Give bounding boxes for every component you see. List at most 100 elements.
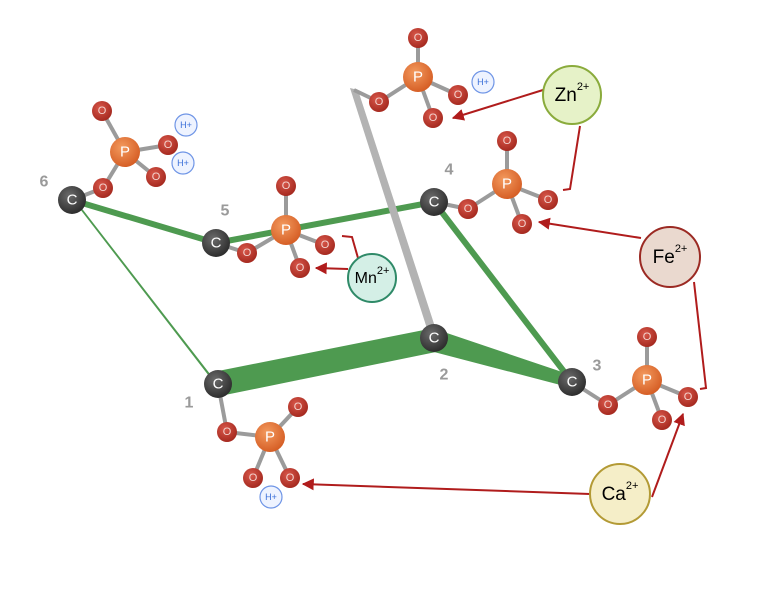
proton-label: H+ — [177, 158, 189, 168]
oxygen-atom-label: O — [294, 401, 303, 413]
axial-bond — [350, 88, 438, 338]
carbon-atom: C — [58, 186, 86, 214]
fe-to-pos4-phosphate — [537, 217, 642, 239]
carbon-atom: C — [558, 368, 586, 396]
proton: H+ — [171, 151, 195, 175]
phosphorus-atom: P — [492, 169, 522, 199]
phosphorus-atom: P — [255, 422, 285, 452]
oxygen-atom: O — [280, 468, 300, 488]
phosphorus-atom: P — [110, 137, 140, 167]
oxygen-atom-label: O — [604, 399, 613, 411]
oxygen-atom: O — [146, 167, 166, 187]
ring-bond-2-3 — [432, 328, 574, 388]
carbon-atom-label: C — [67, 192, 78, 209]
oxygen-atom-label: O — [375, 96, 384, 108]
oxygen-atom-label: O — [544, 194, 553, 206]
phosphorus-atom-label: P — [642, 372, 652, 389]
oxygen-atom: O — [276, 176, 296, 196]
phosphorus-atom-label: P — [120, 144, 130, 161]
position-label-3: 3 — [593, 358, 602, 375]
oxygen-atom-label: O — [464, 203, 473, 215]
oxygen-atom: O — [598, 395, 618, 415]
carbon-atom: C — [204, 370, 232, 398]
zinc-ion: Zn2+ — [542, 65, 602, 125]
iron-ion: Fe2+ — [639, 226, 701, 288]
oxygen-atom-label: O — [503, 135, 512, 147]
oxygen-atom: O — [652, 410, 672, 430]
carbon-atom-label: C — [429, 330, 440, 347]
oxygen-atom-label: O — [223, 426, 232, 438]
phosphorus-atom-label: P — [265, 429, 275, 446]
oxygen-atom-label: O — [249, 472, 258, 484]
phosphorus-atom-label: P — [502, 176, 512, 193]
ca-to-pos3-phosphate — [651, 412, 685, 498]
oxygen-atom-label: O — [282, 180, 291, 192]
carbon-atom: C — [420, 188, 448, 216]
mn-bracket — [341, 235, 359, 259]
iron-ion-label: Fe2+ — [653, 243, 688, 268]
proton: H+ — [174, 113, 198, 137]
ring-position-labels: 1 2 3 4 5 6 — [40, 162, 602, 412]
calcium-ion-label: Ca2+ — [602, 480, 639, 505]
metal-ions: Zn2+ Fe2+ Mn2+ Ca2+ — [347, 65, 701, 525]
oxygen-atom: O — [237, 243, 257, 263]
oxygen-atom: O — [158, 135, 178, 155]
oxygen-atom: O — [92, 101, 112, 121]
position-label-4: 4 — [445, 162, 454, 179]
oxygen-atom-label: O — [454, 89, 463, 101]
oxygen-atom-label: O — [414, 32, 423, 44]
oxygen-atom: O — [458, 199, 478, 219]
oxygen-atom: O — [448, 85, 468, 105]
oxygen-atom: O — [93, 178, 113, 198]
ring-bond-3-4 — [431, 200, 575, 384]
ring-bond-5-6 — [71, 197, 217, 246]
oxygen-atom: O — [290, 258, 310, 278]
oxygen-atom-label: O — [296, 262, 305, 274]
proton-label: H+ — [180, 120, 192, 130]
carbon-atom-label: C — [429, 194, 440, 211]
phosphorus-atom: P — [403, 62, 433, 92]
oxygen-atom-label: O — [164, 139, 173, 151]
carbon-atom: C — [202, 229, 230, 257]
oxygen-atom: O — [243, 468, 263, 488]
inositol-ring — [70, 196, 575, 396]
carbon-atom: C — [420, 324, 448, 352]
oxygen-atom-label: O — [152, 171, 161, 183]
oxygen-atom-label: O — [643, 331, 652, 343]
zn-to-top-phosphate — [451, 89, 544, 121]
oxygen-atom-label: O — [658, 414, 667, 426]
carbon-atom-label: C — [211, 235, 222, 252]
proton: H+ — [471, 70, 495, 94]
protons: H+ H+ H+ H+ — [171, 70, 495, 509]
oxygen-atom: O — [512, 214, 532, 234]
oxygen-atom-label: O — [98, 105, 107, 117]
oxygen-atom-label: O — [321, 239, 330, 251]
oxygen-atom: O — [315, 235, 335, 255]
oxygen-atom: O — [408, 28, 428, 48]
oxygen-atom-label: O — [429, 112, 438, 124]
oxygen-atom-label: O — [518, 218, 527, 230]
oxygen-atom: O — [423, 108, 443, 128]
manganese-ion-label: Mn2+ — [355, 265, 390, 287]
oxygen-atom-label: O — [684, 391, 693, 403]
proton-label: H+ — [477, 77, 489, 87]
phosphorus-atom-label: P — [413, 69, 423, 86]
position-label-2: 2 — [440, 367, 449, 384]
oxygen-atom-label: O — [286, 472, 295, 484]
phosphorus-atom: P — [632, 365, 662, 395]
zinc-ion-label: Zn2+ — [555, 81, 590, 106]
fe-to-pos3-phosphate — [693, 281, 708, 390]
position-label-6: 6 — [40, 174, 49, 191]
proton: H+ — [259, 485, 283, 509]
oxygen-atom: O — [678, 387, 698, 407]
ring-bond-6-1 — [70, 196, 224, 392]
zn-to-pos4-phosphate — [562, 125, 581, 191]
chelation-lines — [301, 89, 708, 498]
oxygen-atom: O — [217, 422, 237, 442]
phosphorus-atom-label: P — [281, 222, 291, 239]
carbon-atom-label: C — [213, 376, 224, 393]
oxygen-atom: O — [288, 397, 308, 417]
position-label-5: 5 — [221, 203, 230, 220]
